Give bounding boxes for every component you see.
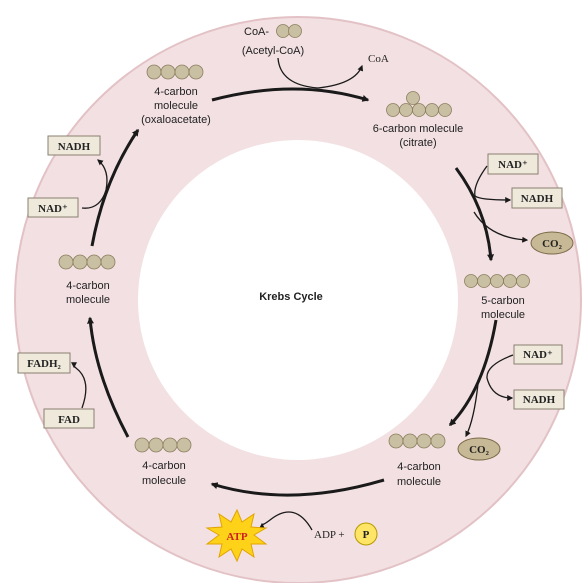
arrow-4carbon-left-to-oxaloacetate <box>90 128 140 247</box>
arrow-co2-out-2 <box>465 383 479 438</box>
co2-outputs: CO₂ CO₂ <box>457 231 574 461</box>
nad-plus-box-left <box>27 197 79 218</box>
nad-plus-label-left: NAD⁺ <box>38 203 68 215</box>
atp-starburst <box>205 508 268 563</box>
acetyl-coa-input: CoA- (Acetyl-CoA) CoA <box>242 24 389 65</box>
atp-output: ATP <box>205 508 268 563</box>
arrow-nad-to-nadh-left <box>81 159 108 209</box>
four-carbon-right-line2: molecule <box>397 476 441 488</box>
citrate-beads <box>386 91 452 117</box>
acetyl-beads <box>276 24 302 38</box>
nad-plus-label-2: NAD⁺ <box>523 349 553 361</box>
nadh-box-left <box>47 135 101 156</box>
arrow-adp-to-atp <box>259 511 313 531</box>
nadh-label-left: NADH <box>58 141 91 153</box>
oxaloacetate-line1: 4-carbon <box>154 86 197 98</box>
co2-oval-2 <box>457 437 501 461</box>
fadh2-label: FADH₂ <box>27 358 61 370</box>
acetyl-name: (Acetyl-CoA) <box>242 45 304 57</box>
four-carbon-right-beads <box>388 433 446 449</box>
nad-plus-box-2 <box>513 344 563 365</box>
nadh-box-1 <box>511 187 563 209</box>
arrow-5carbon-to-4carbon-right <box>448 319 498 427</box>
nad-plus-label-1: NAD⁺ <box>498 159 528 171</box>
four-carbon-right-line1: 4-carbon <box>397 461 440 473</box>
molecule-oxaloacetate: 4-carbon molecule (oxaloacetate) <box>141 64 211 126</box>
co2-oval-1 <box>530 231 574 255</box>
nadh-label-2: NADH <box>523 394 556 406</box>
arrow-acetylcoa-in <box>277 57 319 89</box>
side-arrows <box>71 57 529 531</box>
five-carbon-line1: 5-carbon <box>481 295 524 307</box>
arrow-co2-out-1 <box>473 211 529 243</box>
molecule-four-carbon-bottom: 4-carbon molecule <box>134 437 192 487</box>
molecule-four-carbon-left: 4-carbon molecule <box>58 254 116 306</box>
citrate-line1: 6-carbon molecule <box>373 123 464 135</box>
phosphate-circle <box>354 522 378 546</box>
molecule-citrate: 6-carbon molecule (citrate) <box>373 91 464 149</box>
oxaloacetate-beads <box>146 64 204 80</box>
arrow-oxaloacetate-to-citrate <box>211 87 370 102</box>
coa-released-label: CoA <box>368 53 389 65</box>
phosphate-label: P <box>363 529 370 541</box>
cofactor-boxes: NAD⁺ NADH NAD⁺ NADH NADH NAD⁺ FADH₂ FAD <box>17 135 565 429</box>
molecule-five-carbon: 5-carbon molecule <box>464 274 530 321</box>
four-carbon-bottom-beads <box>134 437 192 453</box>
arrow-4carbon-bottom-to-left <box>87 316 130 438</box>
acetyl-prefix: CoA- <box>244 26 269 38</box>
atp-label: ATP <box>226 531 247 543</box>
five-carbon-line2: molecule <box>481 309 525 321</box>
arrow-coa-out <box>317 64 364 89</box>
four-carbon-bottom-line1: 4-carbon <box>142 460 185 472</box>
fad-label: FAD <box>58 414 80 426</box>
citrate-line2: (citrate) <box>399 137 436 149</box>
adp-plus-label: ADP + <box>314 529 345 541</box>
arrow-citrate-to-5carbon <box>454 167 495 262</box>
co2-label-1: CO₂ <box>542 238 563 250</box>
nadh-label-1: NADH <box>521 193 554 205</box>
fadh2-box <box>17 352 71 374</box>
four-carbon-left-line1: 4-carbon <box>66 280 109 292</box>
nadh-box-2 <box>513 389 565 410</box>
cycle-center <box>138 140 458 460</box>
arrow-nad-to-nadh-1 <box>474 165 512 203</box>
oxaloacetate-line3: (oxaloacetate) <box>141 114 211 126</box>
molecule-four-carbon-right: 4-carbon molecule <box>388 433 446 488</box>
center-title: Krebs Cycle <box>259 291 323 303</box>
five-carbon-beads <box>464 274 530 288</box>
fad-box <box>43 408 95 429</box>
arrow-4carbon-right-to-bottom <box>210 478 385 497</box>
adp-input: ADP + P <box>314 522 378 546</box>
main-cycle-arrows <box>87 87 498 497</box>
arrow-fad-to-fadh2 <box>71 362 87 409</box>
arrow-nad-to-nadh-2 <box>486 354 514 401</box>
four-carbon-bottom-line2: molecule <box>142 475 186 487</box>
nad-plus-box-1 <box>487 153 539 175</box>
four-carbon-left-beads <box>58 254 116 270</box>
oxaloacetate-line2: molecule <box>154 100 198 112</box>
co2-label-2: CO₂ <box>469 444 490 456</box>
four-carbon-left-line2: molecule <box>66 294 110 306</box>
